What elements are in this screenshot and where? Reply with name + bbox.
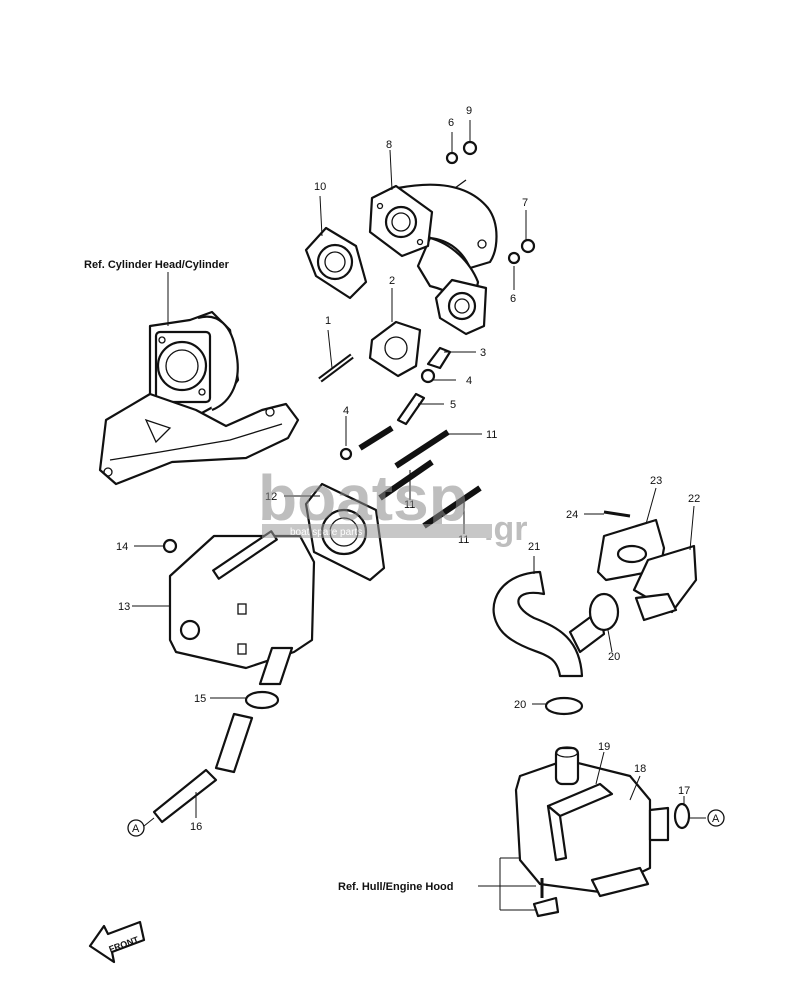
ref-cylinder-label: Ref. Cylinder Head/Cylinder <box>84 259 230 271</box>
fitting-3 <box>420 346 452 384</box>
marker-a-right: A <box>707 809 725 827</box>
stud-bolts-11 <box>358 425 482 529</box>
hose-5 <box>396 392 426 426</box>
hose-16 <box>152 712 254 824</box>
gasket-2 <box>368 320 422 378</box>
callout-3: 3 <box>480 347 486 359</box>
callout-7: 7 <box>522 197 528 209</box>
gasket-10 <box>304 226 368 300</box>
callout-17: 17 <box>678 785 690 797</box>
callout-6-right: 6 <box>510 293 516 305</box>
manifold-gasket-right <box>434 278 488 336</box>
mount-bolt <box>532 878 560 918</box>
watermark-tagline: boat spare parts <box>290 527 362 538</box>
exhaust-pipe-lower <box>98 310 300 486</box>
callout-8: 8 <box>386 139 392 151</box>
marker-a-left-label: A <box>132 823 140 835</box>
manifold-gasket-upper <box>368 184 434 258</box>
water-box-18 <box>514 746 670 898</box>
callout-10: 10 <box>314 181 326 193</box>
callout-11-b: 11 <box>404 499 415 511</box>
callout-22: 22 <box>688 493 700 505</box>
callout-1: 1 <box>325 315 331 327</box>
strap-19 <box>546 782 614 862</box>
nuts <box>339 140 536 461</box>
watermark: boatsp .gr boat spare parts <box>258 462 527 548</box>
watermark-band <box>262 524 492 538</box>
callout-18: 18 <box>634 763 646 775</box>
callout-11-a: 11 <box>486 429 497 441</box>
watermark-brand: boatsp <box>258 462 468 534</box>
callout-12: 12 <box>265 491 277 503</box>
callout-4-right: 4 <box>466 375 472 387</box>
callout-11-c: 11 <box>458 534 469 546</box>
leader-lines <box>132 120 706 911</box>
callout-23: 23 <box>650 475 662 487</box>
callout-21: 21 <box>528 541 540 553</box>
stud-bolt-1 <box>318 353 354 383</box>
clamp-15 <box>244 690 280 710</box>
callout-6-top: 6 <box>448 117 454 129</box>
callout-20-lower: 20 <box>514 699 526 711</box>
muffler-13 <box>168 530 316 686</box>
callout-5: 5 <box>450 399 456 411</box>
adaptor-22 <box>632 544 698 622</box>
callout-16: 16 <box>190 821 202 833</box>
marker-a-left: A <box>127 819 145 837</box>
callout-2: 2 <box>389 275 395 287</box>
callout-14: 14 <box>116 541 128 553</box>
clamp-20-lower <box>544 696 584 716</box>
callout-24: 24 <box>566 509 578 521</box>
clamp-20-upper <box>588 592 620 632</box>
bolt-24 <box>603 510 631 518</box>
callout-19: 19 <box>598 741 610 753</box>
pipe-21 <box>492 570 606 678</box>
marker-a-right-label: A <box>712 813 720 825</box>
callout-20-upper: 20 <box>608 651 620 663</box>
clamp-17 <box>673 802 691 830</box>
ref-hull-label: Ref. Hull/Engine Hood <box>338 881 454 893</box>
callout-9: 9 <box>466 105 472 117</box>
callout-15: 15 <box>194 693 206 705</box>
callout-4-left: 4 <box>343 405 349 417</box>
callout-13: 13 <box>118 601 130 613</box>
cap-14 <box>162 538 178 554</box>
front-arrow-icon <box>88 920 146 964</box>
